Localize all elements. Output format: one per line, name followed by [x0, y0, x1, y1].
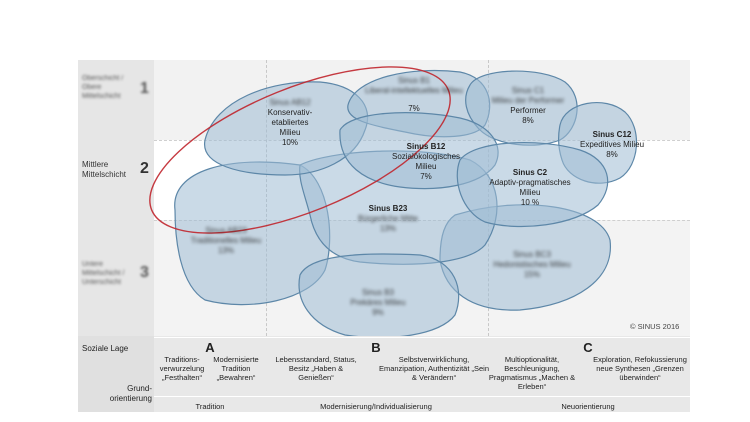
- milieu-liberal-code: Sinus B1: [397, 76, 431, 85]
- milieu-performer: Sinus C1 Milieu der Performer Performer …: [492, 86, 564, 126]
- row-label-1: Oberschicht / Obere Mittelschicht: [82, 75, 124, 100]
- milieu-prekaer: Sinus B3 Prekäres Milieu 9%: [350, 288, 405, 318]
- subaxis-divider: [154, 396, 690, 397]
- milieu-performer-label: Performer: [510, 106, 546, 115]
- milieu-traditionell-name: Traditionelles Milieu: [190, 236, 262, 245]
- modernisierung-label: Modernisierung/Individualisierung: [320, 402, 432, 411]
- grundorientierung-label: Grund-orientierung: [109, 384, 152, 403]
- cell-b1: Lebensstandard, Status, Besitz „Haben & …: [275, 355, 357, 382]
- milieu-prekaer-name: Prekäres Milieu: [350, 298, 406, 307]
- milieu-expeditiv-pct: 8%: [606, 150, 618, 159]
- milieu-buergerlich-code: Sinus B23: [368, 204, 408, 213]
- highlight-ellipse: [149, 66, 451, 234]
- milieu-sozialoekologisch-line1: Sozialökologisches: [391, 152, 461, 161]
- row-number-1: 1: [140, 80, 149, 97]
- milieu-adaptiv-code: Sinus C2: [512, 168, 548, 177]
- cell-c1: Multioptionalität, Beschleunigung, Pragm…: [488, 355, 576, 391]
- row-number-2: 2: [140, 160, 149, 177]
- milieu-performer-code: Sinus C1: [511, 86, 545, 95]
- cell-c2: Exploration, Refokussierung neue Synthes…: [593, 355, 687, 382]
- milieu-liberal: Sinus B1 Liberal-intellektuelles Milieu …: [365, 76, 463, 114]
- row-label-column: [78, 60, 154, 336]
- milieu-buergerlich: Sinus B23 Bürgerliche Mitte 13%: [358, 204, 418, 234]
- milieu-expeditiv-label: Expeditives Milieu: [579, 140, 645, 149]
- neuorientierung-label: Neuorientierung: [561, 402, 615, 411]
- milieu-konservativ: Sinus AB12 Konservativ- etabliertes Mili…: [268, 98, 312, 148]
- cell-b2: Selbstverwirklichung, Emanzipation, Auth…: [378, 355, 490, 382]
- milieu-sozialoekologisch-pct: 7%: [420, 172, 432, 181]
- milieu-traditionell-pct: 13%: [217, 246, 234, 255]
- milieu-performer-pct: 8%: [522, 116, 534, 125]
- milieu-konservativ-line1: Konservativ-: [267, 108, 313, 117]
- milieu-sozialoekologisch-code: Sinus B12: [406, 142, 446, 151]
- milieu-performer-name: Milieu der Performer: [491, 96, 565, 105]
- row-label-2: Mittlere Mittelschicht: [82, 160, 127, 179]
- milieu-adaptiv-line2: Milieu: [519, 188, 541, 197]
- milieu-traditionell: Sinus AB23 Traditionelles Milieu 13%: [191, 226, 261, 256]
- milieu-hedonistisch: Sinus BC3 Hedonistisches Milieu 15%: [493, 250, 570, 280]
- milieu-traditionell-code: Sinus AB23: [205, 226, 247, 235]
- soziale-lage-label: Soziale Lage: [82, 344, 129, 353]
- copyright: © SINUS 2016: [630, 322, 680, 331]
- cell-a1: Traditions-verwurzelung „Festhalten“: [159, 355, 205, 382]
- axis-top-divider: [154, 337, 690, 338]
- milieu-liberal-pct: 7%: [408, 104, 420, 113]
- milieu-sozialoekologisch: Sinus B12 Sozialökologisches Milieu 7%: [392, 142, 460, 182]
- milieu-konservativ-pct: 10%: [281, 138, 298, 147]
- bubble-prekaer: [298, 253, 460, 339]
- milieu-sozialoekologisch-line2: Milieu: [415, 162, 437, 171]
- milieu-konservativ-line2: etabliertes: [271, 118, 309, 127]
- milieu-hedonistisch-code: Sinus BC3: [513, 250, 551, 259]
- tradition-label: Tradition: [195, 402, 225, 411]
- milieu-prekaer-code: Sinus B3: [361, 288, 395, 297]
- bubble-adaptiv: [456, 141, 609, 228]
- letter-c: C: [583, 340, 593, 355]
- milieu-liberal-name: Liberal-intellektuelles Milieu: [365, 86, 463, 95]
- milieu-prekaer-pct: 9%: [372, 308, 384, 317]
- axis-label-column: [78, 336, 154, 412]
- letter-b: B: [371, 340, 381, 355]
- row-label-3: Untere Mittelschicht / Unterschicht: [82, 261, 125, 286]
- milieu-hedonistisch-name: Hedonistisches Milieu: [493, 260, 571, 269]
- milieu-hedonistisch-pct: 15%: [523, 270, 540, 279]
- milieu-adaptiv-line1: Adaptiv-pragmatisches: [489, 178, 571, 187]
- milieu-adaptiv: Sinus C2 Adaptiv-pragmatisches Milieu 10…: [489, 168, 570, 208]
- milieu-expeditiv: Sinus C12 Expeditives Milieu 8%: [580, 130, 644, 160]
- milieu-konservativ-line3: Milieu: [279, 128, 301, 137]
- letter-a: A: [205, 340, 215, 355]
- milieu-adaptiv-pct: 10 %: [520, 198, 540, 207]
- orientation-axis: [78, 336, 690, 412]
- milieu-expeditiv-code: Sinus C12: [592, 130, 632, 139]
- milieu-buergerlich-name: Bürgerliche Mitte: [357, 214, 419, 223]
- milieu-konservativ-code: Sinus AB12: [269, 98, 311, 107]
- cell-a2: Modernisierte Tradition „Bewahren“: [213, 355, 259, 382]
- milieu-buergerlich-pct: 13%: [379, 224, 396, 233]
- row-number-3: 3: [140, 264, 149, 281]
